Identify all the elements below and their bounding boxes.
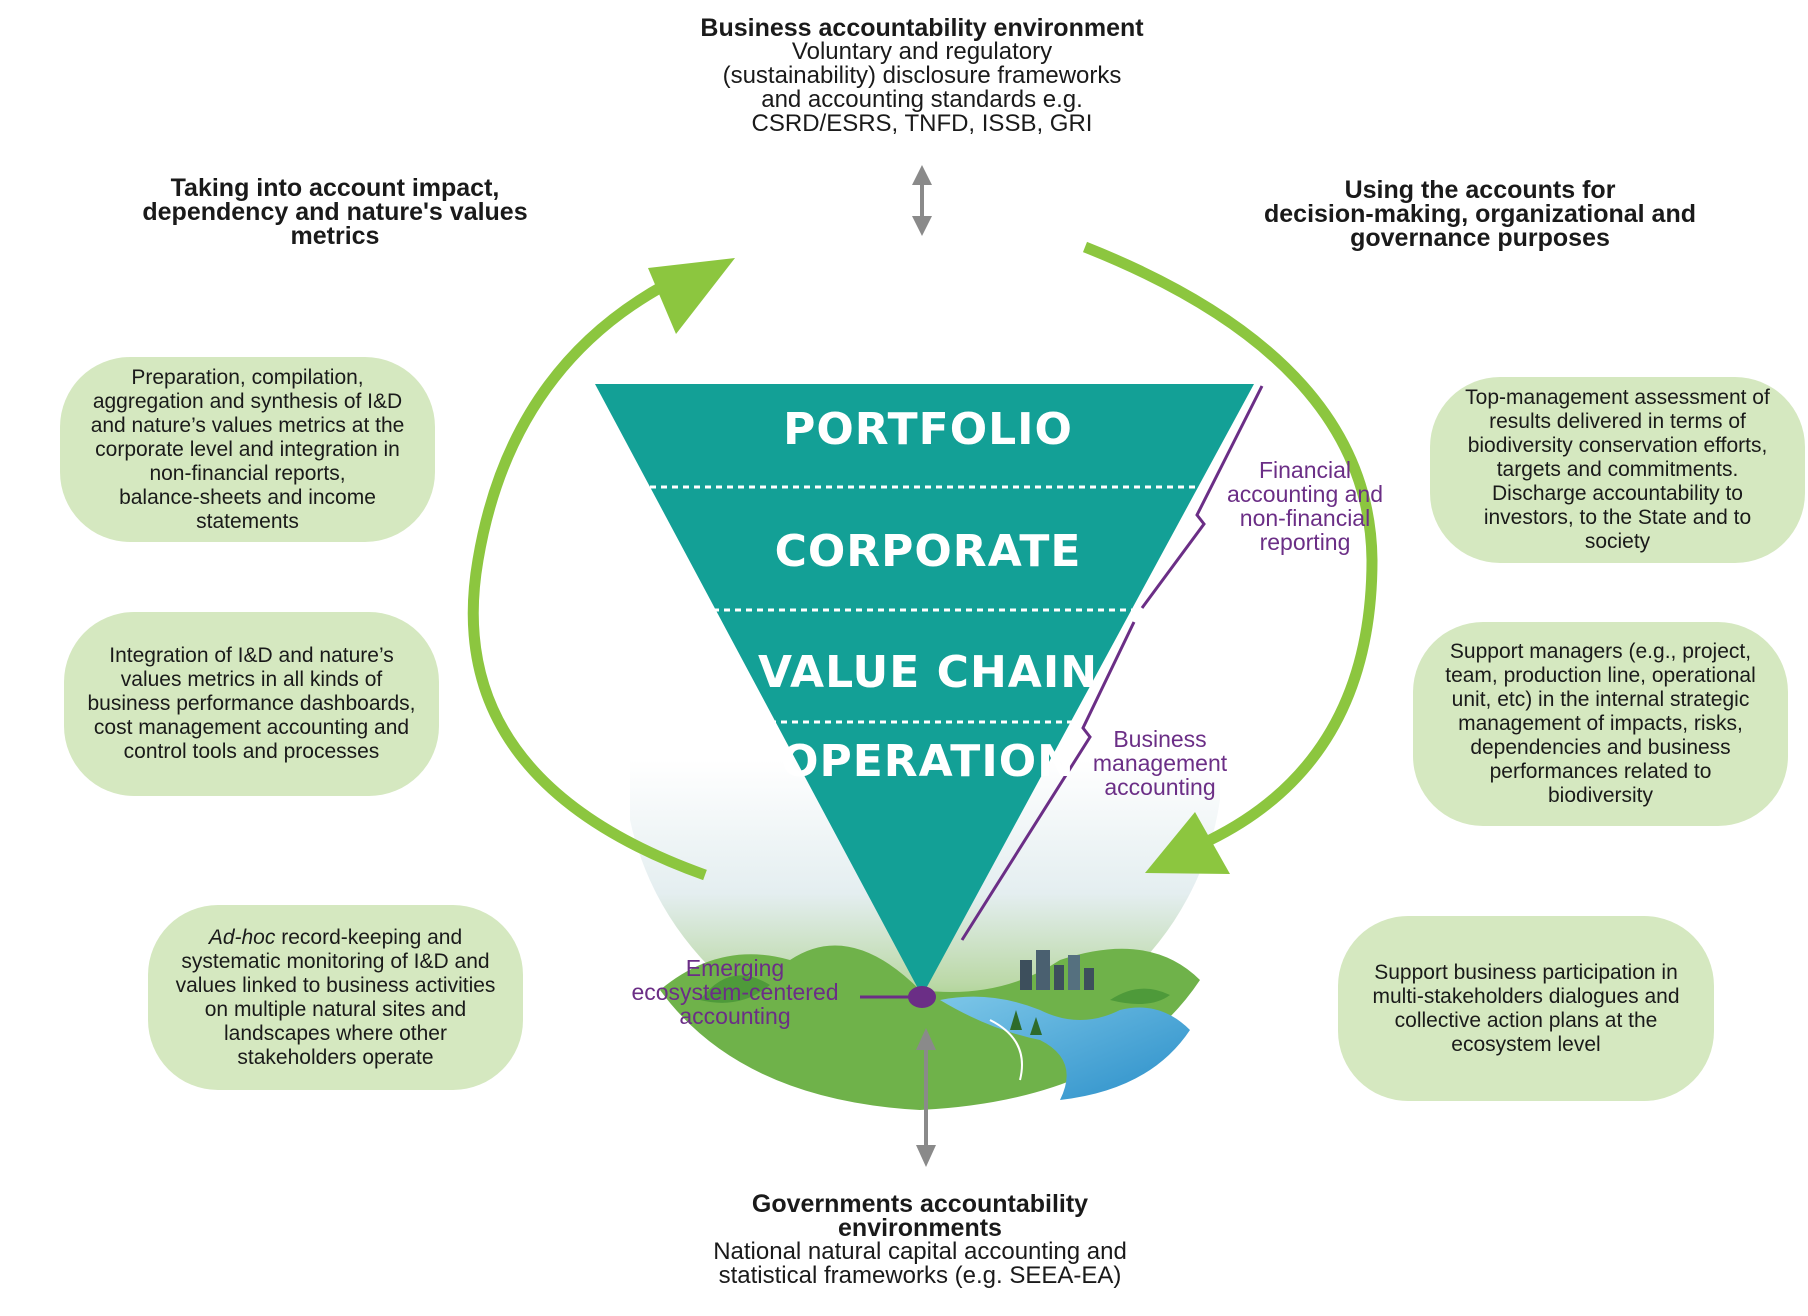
label-line: accounting and (1226, 481, 1383, 507)
top-line: and accounting standards e.g. (761, 86, 1083, 113)
bubble-line: investors, to the State and to (1483, 506, 1752, 529)
arrow-head-top-left-icon (648, 258, 735, 334)
bubble-line: values metrics in all kinds of (120, 668, 383, 691)
label-line: management (1092, 750, 1228, 776)
right-bubble-support-managers: Support managers (e.g., project, team, p… (1413, 622, 1788, 826)
bubble-line: society (1584, 530, 1651, 553)
bubble-line: values linked to business activities (175, 973, 496, 997)
right-bubble-participation: Support business participation in multi-… (1338, 916, 1714, 1101)
right-bubble-top-management: Top-management assessment of results del… (1430, 377, 1805, 563)
label-line: Emerging (685, 955, 785, 981)
bubble-line: aggregation and synthesis of I&D (92, 389, 403, 413)
bubble-line: Support business participation in (1374, 960, 1678, 984)
bubble-line: biodiversity conservation efforts, (1467, 434, 1768, 457)
arrow-head-bottom-right-icon (1145, 812, 1230, 874)
label-line: accounting (679, 1003, 791, 1029)
top-title: Business accountability environment (700, 14, 1144, 42)
label-line: Financial (1258, 457, 1352, 483)
right-heading-line: Using the accounts for (1344, 176, 1616, 204)
right-heading-line: decision-making, organizational and (1263, 200, 1696, 228)
top-line: Voluntary and regulatory (791, 38, 1053, 65)
bubble-line: dependencies and business (1470, 736, 1731, 759)
level-portfolio: PORTFOLIO (783, 404, 1073, 455)
bubble-line: biodiversity (1547, 784, 1654, 807)
label-emerging-ecosystem: Emerging ecosystem-centered accounting (615, 956, 855, 1028)
level-value-chain: VALUE CHAIN (757, 647, 1099, 698)
inverted-triangle (595, 384, 1254, 996)
bubble-line: performances related to (1489, 760, 1712, 783)
bubble-line: on multiple natural sites and (204, 997, 467, 1021)
label-line: reporting (1259, 529, 1351, 555)
label-business-management: Business management accounting (1070, 727, 1250, 799)
grey-arrows (912, 165, 936, 1167)
up-arrow-icon (912, 165, 932, 185)
left-heading-line: dependency and nature's values (142, 198, 528, 226)
bubble-line: systematic monitoring of I&D and (181, 949, 490, 973)
bubble-line: targets and commitments. (1496, 458, 1739, 481)
left-heading-line: metrics (290, 222, 380, 250)
label-line: Business (1113, 726, 1207, 752)
level-operation: OPERATION (781, 736, 1075, 787)
bubble-line: cost management accounting and (93, 716, 410, 739)
bubble-line: ecosystem level (1451, 1032, 1601, 1056)
down-arrow-icon (912, 216, 932, 236)
left-bubble-recordkeeping: Ad-hoc record-keeping and systematic mon… (148, 905, 523, 1090)
bubble-line: Support managers (e.g., project, (1449, 640, 1752, 663)
left-bubble-corporate: Preparation, compilation, aggregation an… (60, 357, 435, 542)
bottom-line: statistical frameworks (e.g. SEEA-EA) (718, 1262, 1122, 1289)
bubble-line: results delivered in terms of (1489, 410, 1746, 433)
bubble-line: collective action plans at the (1394, 1008, 1658, 1032)
bubble-line: Discharge accountability to (1492, 482, 1743, 505)
bubble-line: management of impacts, risks, (1458, 712, 1743, 735)
bubble-line: corporate level and integration in (95, 437, 400, 461)
up-arrow-icon (916, 1028, 936, 1050)
right-heading: Using the accounts for decision-making, … (1230, 176, 1730, 252)
label-financial-accounting: Financial accounting and non-financial r… (1210, 458, 1400, 554)
bubble-line: landscapes where other (224, 1021, 447, 1045)
down-arrow-icon (916, 1145, 936, 1167)
level-corporate: CORPORATE (774, 526, 1082, 577)
label-line: ecosystem-centered (631, 979, 839, 1005)
left-heading: Taking into account impact, dependency a… (100, 174, 570, 250)
label-line: accounting (1104, 774, 1216, 800)
green-cycle-arrows (467, 241, 1378, 881)
bubble-line: control tools and processes (123, 740, 380, 763)
top-line: CSRD/ESRS, TNFD, ISSB, GRI (751, 110, 1093, 137)
bottom-title-line: Governments accountability (751, 1190, 1089, 1218)
bubble-line: and nature’s values metrics at the (90, 413, 405, 437)
bubble-line: team, production line, operational (1445, 664, 1756, 687)
bubble-line: non-financial reports, (149, 461, 346, 485)
emerging-dot-icon (908, 986, 936, 1008)
top-line: (sustainability) disclosure frameworks (722, 62, 1122, 89)
bottom-line: National natural capital accounting and (713, 1238, 1127, 1265)
top-environment-block: Business accountability environment Volu… (560, 16, 1284, 136)
bubble-line: statements (196, 509, 299, 533)
bubble-line: balance-sheets and income (119, 485, 376, 509)
ad-hoc-italic: Ad-hoc (208, 925, 276, 949)
bottom-environment-block: Governments accountability environments … (640, 1192, 1200, 1288)
right-heading-line: governance purposes (1350, 224, 1610, 252)
left-bubble-dashboards: Integration of I&D and nature’s values m… (64, 612, 439, 796)
bubble-line: multi-stakeholders dialogues and (1372, 984, 1680, 1008)
bubble-line-rest: record-keeping and (281, 925, 463, 949)
bubble-line: stakeholders operate (237, 1045, 434, 1069)
left-heading-line: Taking into account impact, (170, 174, 500, 202)
label-line: non-financial (1239, 505, 1371, 531)
bubble-line: Top-management assessment of (1465, 386, 1770, 409)
bubble-line: unit, etc) in the internal strategic (1451, 688, 1750, 711)
bubble-line: Preparation, compilation, (131, 365, 364, 389)
bubble-line: Integration of I&D and nature’s (109, 644, 394, 667)
bubble-line: Ad-hoc record-keeping and (176, 926, 496, 950)
bubble-line: business performance dashboards, (87, 692, 416, 715)
purple-brackets (860, 385, 1264, 1008)
bottom-title-line: environments (838, 1214, 1002, 1242)
